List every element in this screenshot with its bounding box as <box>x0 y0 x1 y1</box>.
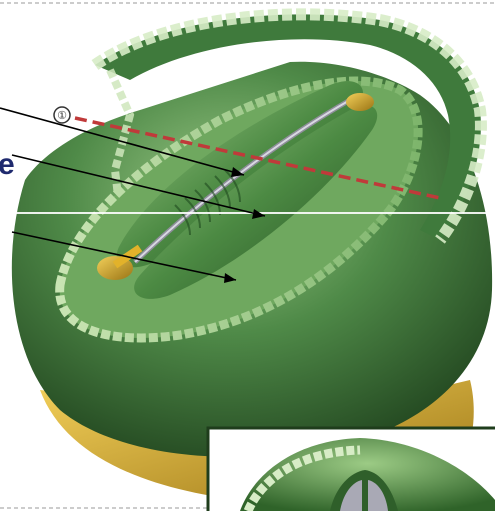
pore-end-upper <box>346 93 374 111</box>
cropped-label: e <box>0 150 15 180</box>
section-marker: ① <box>57 110 67 122</box>
